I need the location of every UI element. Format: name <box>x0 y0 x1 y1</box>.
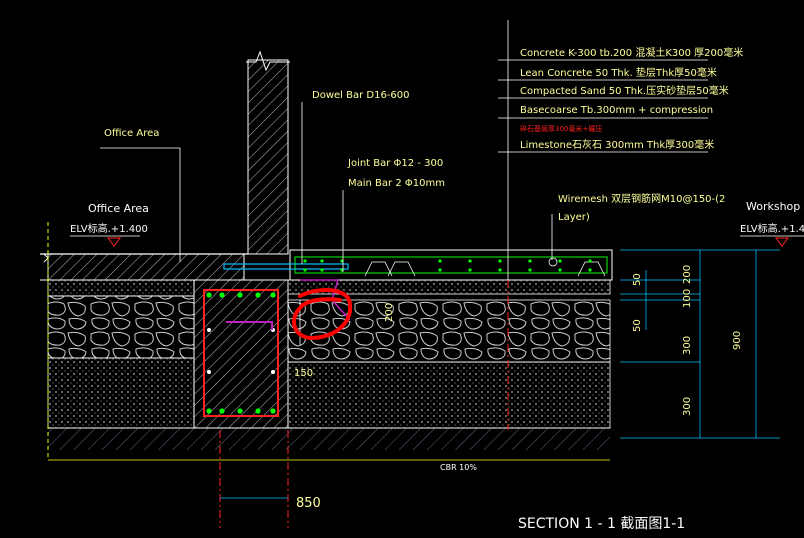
layer-5: 碎石基层厚300毫米+碾压 <box>520 124 602 133</box>
label-joint-bar: Joint Bar Φ12 - 300 <box>347 158 443 169</box>
beam-rebars <box>206 292 276 414</box>
label-workshop: Workshop A <box>746 200 804 213</box>
grid-lines <box>47 20 708 528</box>
dim-100: 100 <box>682 289 693 308</box>
dimension-text: 200 100 300 300 900 50 50 200 150 850 <box>294 265 743 511</box>
label-elv-right: ELV标高.+1.400 <box>740 222 804 235</box>
label-office-area: Office Area <box>88 202 149 215</box>
dim-50-b: 50 <box>632 319 643 332</box>
wall-column <box>246 50 290 255</box>
layer-2: Lean Concrete 50 Thk. 垫层Thk厚50毫米 <box>520 66 717 79</box>
label-main-bar: Main Bar 2 Φ10mm <box>348 178 445 189</box>
layer-6: Limestone石灰石 300mm Thk厚300毫米 <box>520 138 714 151</box>
dimension-lines <box>220 249 780 499</box>
elevation-marker-left <box>70 235 140 247</box>
ground-beam <box>193 279 289 429</box>
dim-200-vert: 200 <box>384 303 395 322</box>
dim-150: 150 <box>294 368 313 379</box>
label-cbr: CBR 10% <box>440 463 477 472</box>
annotation-circle <box>292 288 353 341</box>
label-wiremesh-2: Layer) <box>558 212 590 223</box>
label-elv-left: ELV标高.+1.400 <box>70 222 148 235</box>
label-dowel-bar: Dowel Bar D16-600 <box>312 90 410 101</box>
layer-3: Compacted Sand 50 Thk.压实砂垫层50毫米 <box>520 84 729 97</box>
dim-300-b: 300 <box>682 397 693 416</box>
dim-300-a: 300 <box>682 336 693 355</box>
layer-1: Concrete K-300 tb.200 混凝土K300 厚200毫米 <box>520 46 743 59</box>
label-office-area-top: Office Area <box>104 128 159 139</box>
lean-concrete-layer <box>47 279 611 297</box>
label-wiremesh-1: Wiremesh 双层钢筋网M10@150-(2 <box>558 192 725 205</box>
dim-900: 900 <box>732 331 743 350</box>
text-labels: Office Area Office Area ELV标高.+1.400 Wor… <box>70 46 804 532</box>
dim-200: 200 <box>682 265 693 284</box>
dim-50-a: 50 <box>632 273 643 286</box>
limestone-layer <box>47 357 611 429</box>
dim-850: 850 <box>296 496 321 511</box>
section-title: SECTION 1 - 1 截面图1-1 <box>518 516 685 532</box>
subgrade-earth <box>48 427 610 450</box>
layer-4: Basecoarse Tb.300mm + compression <box>520 105 713 116</box>
left-slab <box>40 253 248 281</box>
basecourse-layer <box>47 295 611 363</box>
elevation-marker-right <box>740 235 804 247</box>
